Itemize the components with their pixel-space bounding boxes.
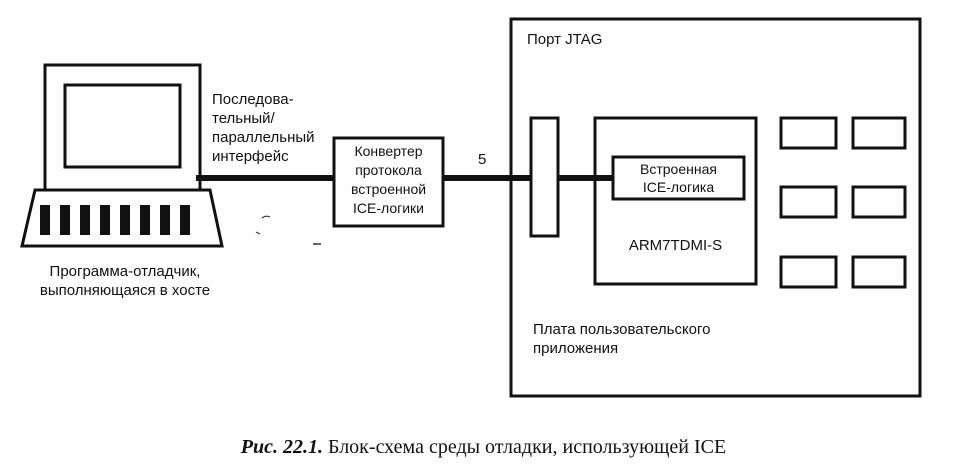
peripheral-box — [779, 255, 838, 289]
peripheral-box — [779, 185, 838, 219]
jtag-port-connector — [529, 116, 560, 238]
cpu-label: ARM7TDMI-S — [628, 237, 723, 254]
peripheral-box — [851, 185, 907, 219]
converter-box — [332, 136, 445, 228]
figure-caption: Рис. 22.1. Блок-схема среды отладки, исп… — [0, 436, 967, 459]
host-computer-icon — [20, 63, 224, 248]
keyboard-keys — [40, 205, 190, 235]
ice-logic-label: Встроенная ICE-логика — [640, 161, 717, 195]
application-board — [509, 17, 922, 398]
scan-artifact — [255, 231, 261, 235]
host-program-label: Программа-отладчик, выполняющаяся в хост… — [39, 263, 211, 299]
jtag-port-label: Порт JTAG — [527, 31, 603, 48]
ice-logic-box — [611, 155, 746, 201]
figure-number: Рис. 22.1. — [240, 436, 323, 458]
scan-artifact — [261, 215, 271, 219]
cpu-box — [593, 116, 758, 286]
pin-count-label: 5 — [478, 151, 487, 168]
board-label: Плата пользовательского приложения — [533, 321, 711, 357]
peripheral-box — [851, 255, 907, 289]
figure-caption-text: Блок-схема среды отладки, использующей I… — [327, 436, 727, 458]
interface-label: Последова- тельный/ параллельный интерфе… — [212, 91, 315, 165]
converter-label: Конвертер протокола встроенной ICE-логик… — [350, 143, 427, 216]
peripheral-box — [779, 116, 838, 150]
peripheral-box — [851, 116, 907, 150]
